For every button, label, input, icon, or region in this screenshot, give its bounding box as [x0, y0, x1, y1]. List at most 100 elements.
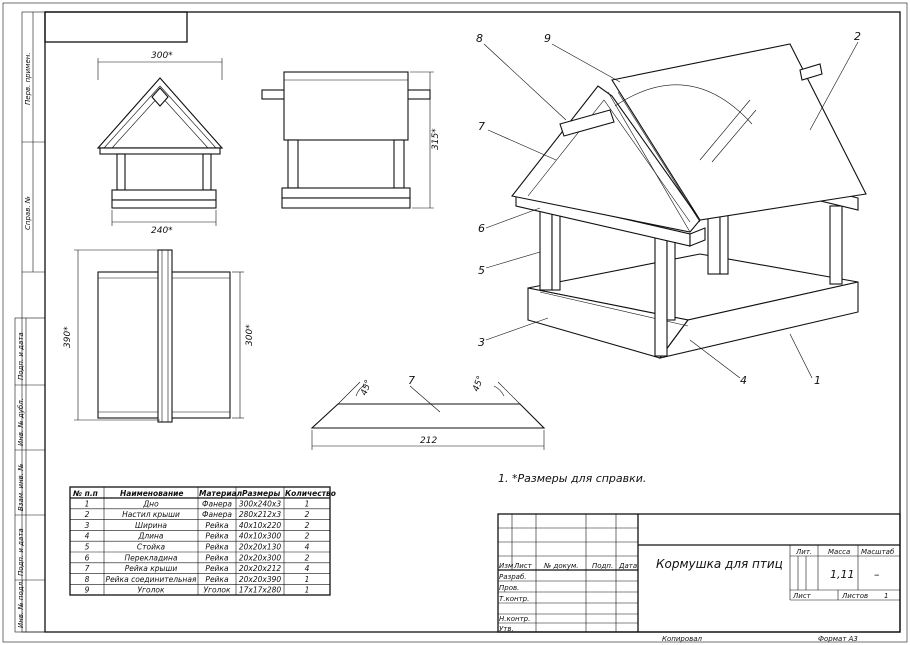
tb-date: Дата	[618, 562, 637, 570]
table-cell: Ширина	[135, 521, 167, 530]
tb-copied: Копировал	[662, 635, 703, 643]
table-cell: Уголок	[203, 586, 230, 595]
tb-format: Формат А3	[818, 635, 858, 643]
callout-3: 3	[478, 336, 485, 349]
stamp-reference-no: Справ. №	[24, 196, 32, 230]
isometric-view	[511, 43, 867, 359]
table-cell: 20х20х390	[239, 575, 282, 584]
top-left-box	[44, 11, 188, 43]
angle-right: 45°	[471, 375, 486, 393]
table-cell: 5	[85, 543, 90, 552]
drawing-title: Кормушка для птиц	[656, 557, 783, 571]
table-cell: Рейка	[205, 553, 229, 562]
table-cell: 17х17х280	[239, 586, 282, 595]
tb-role-tech: Т.контр.	[499, 595, 529, 603]
tb-izm: Изм	[499, 562, 514, 570]
th-no: № п.п	[72, 489, 98, 498]
table-cell: 1	[305, 586, 310, 595]
tb-sheets-value: 1	[884, 592, 888, 600]
tb-role-checker: Пров.	[499, 584, 519, 592]
table-cell: Перекладина	[124, 553, 178, 562]
table-cell: 2	[305, 521, 310, 530]
table-cell: 7	[85, 564, 90, 573]
callout-1: 1	[814, 374, 821, 387]
table-cell: Рейка	[205, 564, 229, 573]
table-cell: Настил крыши	[122, 510, 180, 519]
callout-2: 2	[854, 30, 861, 43]
th-qty: Количество	[285, 489, 336, 498]
parts-table: № п.п Наименование Материал Размеры Коли…	[69, 486, 336, 596]
table-cell: 40х10х300	[239, 532, 282, 541]
dim-plan-width: 300*	[245, 324, 255, 346]
table-cell: 4	[305, 543, 310, 552]
stamp-sign-date-1: Подп. и дата	[17, 332, 25, 380]
dim-side-height: 315*	[431, 128, 441, 150]
table-cell: 2	[305, 532, 310, 541]
table-cell: Фанера	[202, 510, 232, 519]
table-cell: 2	[85, 510, 90, 519]
callout-9: 9	[544, 32, 551, 45]
stamp-dup-inv: Инв. № дубл.	[17, 398, 25, 446]
table-cell: 3	[85, 521, 90, 530]
dim-strip-length: 212	[420, 436, 437, 446]
table-cell: Рейка	[205, 543, 229, 552]
table-cell: Стойка	[137, 543, 166, 552]
table-cell: Длина	[137, 532, 163, 541]
angle-left: 45°	[359, 379, 374, 397]
callout-4: 4	[740, 374, 747, 387]
table-cell: 20х20х130	[239, 543, 282, 552]
table-cell: 20х20х212	[239, 564, 282, 573]
table-cell: 20х20х300	[239, 553, 282, 562]
table-cell: Дно	[142, 499, 159, 508]
side-view: 315*	[261, 71, 441, 209]
th-name: Наименование	[120, 489, 183, 498]
table-cell: 2	[305, 553, 310, 562]
stamp-sign-date-2: Подп. и дата	[17, 528, 25, 576]
table-cell: 6	[85, 553, 90, 562]
callout-6: 6	[478, 222, 485, 235]
table-cell: 1	[305, 575, 310, 584]
table-cell: 1	[85, 499, 90, 508]
tb-mass-value: 1,11	[830, 568, 855, 581]
reference-note: 1. *Размеры для справки.	[498, 472, 646, 485]
callout-7: 7	[478, 120, 485, 133]
dim-front-bottom: 240*	[151, 226, 173, 236]
table-cell: 9	[85, 586, 90, 595]
side-stamp-strip: Перв. примен. Справ. № Подп. и дата Инв.…	[14, 11, 46, 633]
strip-label: 7	[408, 374, 415, 387]
callout-5: 5	[478, 264, 485, 277]
tb-list: Лист	[513, 562, 533, 570]
table-cell: Рейка	[205, 532, 229, 541]
stamp-orig-inv: Инв. № подл.	[17, 580, 25, 628]
callouts: 8 9 2 7 6 5 3 4 1	[476, 30, 861, 387]
th-material: Материал	[199, 489, 243, 498]
stamp-repl-inv: Взам. инв. №	[17, 463, 25, 511]
plan-view: 390* 300*	[63, 249, 255, 423]
tb-doc-no: № докум.	[543, 562, 579, 570]
tb-mass: Масса	[828, 548, 850, 556]
table-cell: Рейка соединительная	[106, 575, 197, 584]
table-cell: 280х212х3	[239, 510, 282, 519]
table-cell: 300х240х3	[239, 499, 282, 508]
roof-strip-detail: 7 45° 45° 212	[310, 374, 546, 450]
table-cell: 2	[305, 510, 310, 519]
tb-scale-value: –	[874, 568, 880, 581]
table-cell: Рейка	[205, 521, 229, 530]
title-block: Изм Лист № докум. Подп. Дата Разраб. Про…	[497, 513, 901, 633]
dim-front-top: 300*	[151, 51, 173, 61]
dim-plan-height: 390*	[63, 326, 73, 348]
tb-sheet: Лист	[792, 592, 812, 600]
table-cell: 40х10х220	[239, 521, 282, 530]
table-cell: Фанера	[202, 499, 232, 508]
tb-role-developer: Разраб.	[499, 573, 527, 581]
stamp-first-use: Перв. примен.	[24, 52, 32, 105]
tb-sign: Подп.	[592, 562, 613, 570]
tb-scale: Масштаб	[861, 548, 895, 556]
front-view: 300* 240*	[96, 51, 224, 236]
tb-sheets: Листов	[841, 592, 868, 600]
table-cell: 4	[85, 532, 90, 541]
table-cell: Уголок	[137, 586, 164, 595]
tb-role-norm: Н.контр.	[499, 615, 530, 623]
table-cell: 1	[305, 499, 310, 508]
